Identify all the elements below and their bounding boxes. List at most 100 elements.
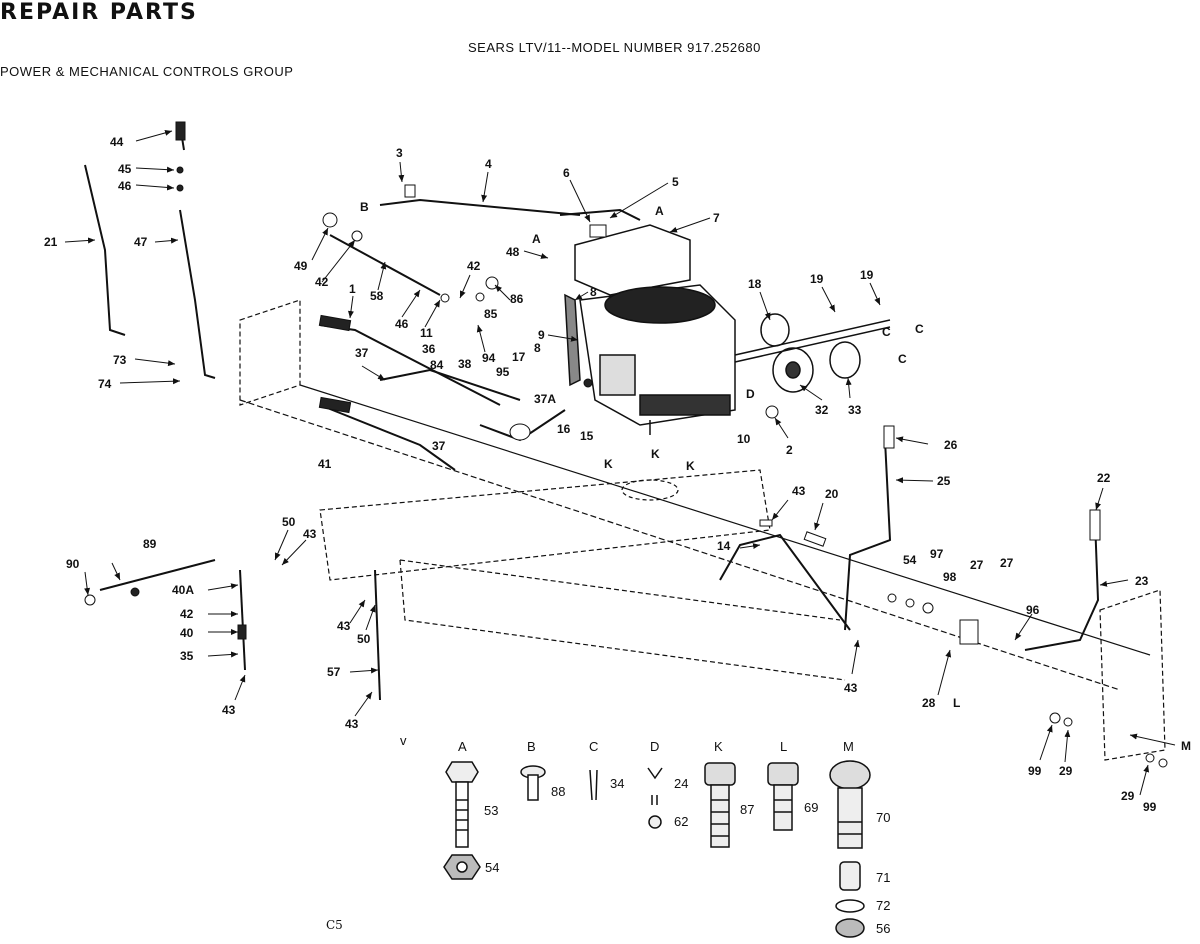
- callout-97: 97: [930, 547, 944, 561]
- callout-8: 8: [590, 285, 597, 299]
- callout-1: 1: [349, 282, 356, 296]
- key-part-54: 54: [485, 860, 499, 875]
- key-letter-B: B: [527, 739, 536, 754]
- callout-74: 74: [98, 377, 112, 391]
- callout-36: 36: [422, 342, 436, 356]
- callout-73: 73: [113, 353, 127, 367]
- key-part-53: 53: [484, 803, 498, 818]
- callout-38: 38: [458, 357, 472, 371]
- callout-22: 22: [1097, 471, 1111, 485]
- callout-37A: 37A: [534, 392, 556, 406]
- callout-86: 86: [510, 292, 524, 306]
- engine: [564, 224, 736, 435]
- callout-58: 58: [370, 289, 384, 303]
- key-letter-K: K: [714, 739, 723, 754]
- callout-85: 85: [484, 307, 498, 321]
- callout-8b: 8: [534, 341, 541, 355]
- control-linkages: [84, 124, 1100, 701]
- callout-50: 50: [282, 515, 296, 529]
- key-v: v: [400, 733, 407, 748]
- page-title: REPAIR PARTS: [0, 0, 198, 25]
- callout-96: 96: [1026, 603, 1040, 617]
- callout-42b: 42: [467, 259, 481, 273]
- callout-46: 46: [118, 179, 132, 193]
- callout-25: 25: [937, 474, 951, 488]
- callout-29b: 29: [1121, 789, 1135, 803]
- pulleys: [734, 313, 891, 393]
- callout-37b: 37: [432, 439, 446, 453]
- callout-21: 21: [44, 235, 58, 249]
- callout-48: 48: [506, 245, 520, 259]
- key-letter-C: C: [589, 739, 598, 754]
- callout-labels: 44 45 46 47 21 73 74 3 4 6 5 7 A A B 48 …: [44, 135, 1191, 814]
- key-part-56: 56: [876, 921, 890, 936]
- callout-43d: 43: [222, 703, 236, 717]
- key-letter-A: A: [458, 739, 467, 754]
- callout-46b: 46: [395, 317, 409, 331]
- callout-C: C: [915, 322, 924, 336]
- callout-4: 4: [485, 157, 492, 171]
- callout-6: 6: [563, 166, 570, 180]
- callout-37: 37: [355, 346, 369, 360]
- callout-19b: 19: [860, 268, 874, 282]
- key-part-69: 69: [804, 800, 818, 815]
- callout-33: 33: [848, 403, 862, 417]
- callout-K: K: [604, 457, 613, 471]
- callout-43: 43: [792, 484, 806, 498]
- callout-49: 49: [294, 259, 308, 273]
- key-letter-M: M: [843, 739, 854, 754]
- callout-50b: 50: [357, 632, 371, 646]
- callout-15: 15: [580, 429, 594, 443]
- key-part-72: 72: [876, 898, 890, 913]
- callout-19: 19: [810, 272, 824, 286]
- callout-10: 10: [737, 432, 751, 446]
- small-parts: [84, 121, 1168, 768]
- callout-B: B: [360, 200, 369, 214]
- callout-40A: 40A: [172, 583, 194, 597]
- key-part-70: 70: [876, 810, 890, 825]
- key-letter-D: D: [650, 739, 659, 754]
- tractor-frame: [239, 299, 1166, 761]
- callout-23: 23: [1135, 574, 1149, 588]
- callout-3: 3: [396, 146, 403, 160]
- callout-16: 16: [557, 422, 571, 436]
- callout-C: C: [898, 352, 907, 366]
- callout-90: 90: [66, 557, 80, 571]
- callout-17: 17: [512, 350, 526, 364]
- callout-20: 20: [825, 487, 839, 501]
- callout-98: 98: [943, 570, 957, 584]
- key-part-71: 71: [876, 870, 890, 885]
- callout-C: C: [882, 325, 891, 339]
- callout-L: L: [953, 696, 960, 710]
- callout-9: 9: [538, 328, 545, 342]
- callout-32: 32: [815, 403, 829, 417]
- leader-lines: [64, 129, 1176, 796]
- callout-45: 45: [118, 162, 132, 176]
- callout-K: K: [651, 447, 660, 461]
- callout-43b: 43: [844, 681, 858, 695]
- callout-35: 35: [180, 649, 194, 663]
- callout-99b: 99: [1143, 800, 1157, 814]
- callout-47: 47: [134, 235, 148, 249]
- callout-A: A: [655, 204, 664, 218]
- callout-5: 5: [672, 175, 679, 189]
- callout-14: 14: [717, 539, 731, 553]
- hardware-key: [443, 760, 871, 938]
- key-part-87: 87: [740, 802, 754, 817]
- key-letter-L: L: [780, 739, 787, 754]
- callout-57: 57: [327, 665, 341, 679]
- callout-42c: 42: [180, 607, 194, 621]
- callout-27b: 27: [1000, 556, 1014, 570]
- callout-11: 11: [420, 326, 433, 340]
- callout-54: 54: [903, 553, 917, 567]
- callout-7: 7: [713, 211, 720, 225]
- callout-99: 99: [1028, 764, 1042, 778]
- callout-26: 26: [944, 438, 958, 452]
- callout-18: 18: [748, 277, 762, 291]
- callout-43e: 43: [337, 619, 351, 633]
- callout-40: 40: [180, 626, 194, 640]
- callout-A: A: [532, 232, 541, 246]
- key-part-88: 88: [551, 784, 565, 799]
